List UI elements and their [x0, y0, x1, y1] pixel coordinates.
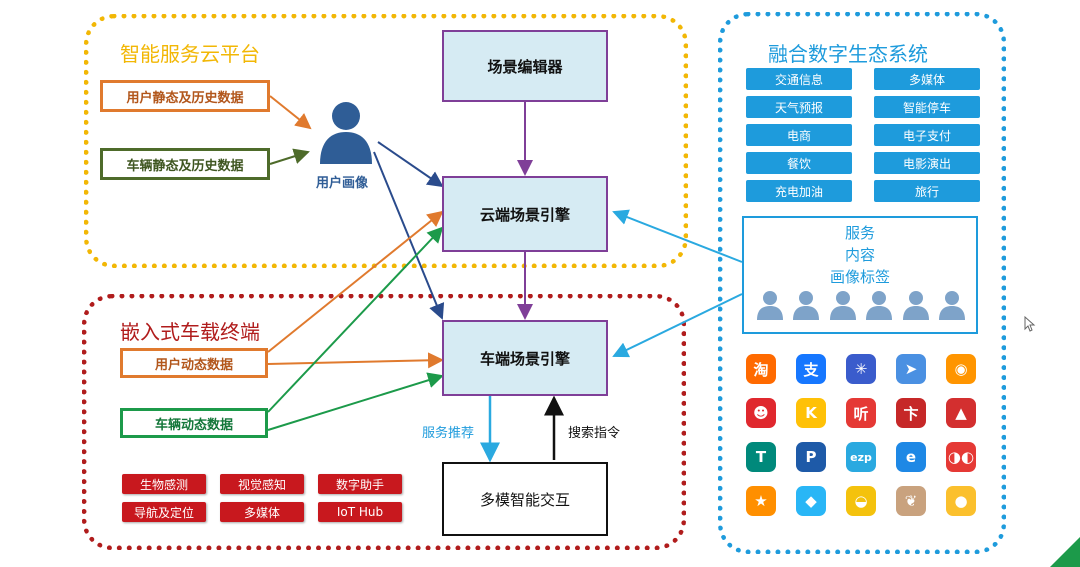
calligraphy-app-icon: 卞 [896, 398, 926, 428]
cloud-platform-title: 智能服务云平台 [120, 42, 260, 66]
cloud-platform-region [84, 14, 688, 268]
service-multimedia: 多媒体 [874, 68, 980, 90]
ezp-app-icon: ezp [846, 442, 876, 472]
glasses-app-icon: ◑◐ [946, 442, 976, 472]
embedded-terminal-title: 嵌入式车载终端 [120, 320, 260, 344]
parking-app-icon: P [796, 442, 826, 472]
user-profile-icon [318, 100, 374, 166]
user-group-icons [756, 290, 966, 324]
service-parking: 智能停车 [874, 96, 980, 118]
service-line-2: 内容 [844, 246, 875, 264]
service-travel: 旅行 [874, 180, 980, 202]
recommend-label: 服务推荐 [422, 426, 475, 441]
triangle-logo-icon: ▲ [946, 398, 976, 428]
arrow-profile-cloud [377, 141, 444, 188]
feature-navigation: 导航及定位 [122, 502, 206, 522]
arrow-vehicle-dyn-cloud [267, 226, 444, 413]
ecosystem-title: 融合数字生态系统 [768, 42, 928, 66]
service-weather: 天气预报 [746, 96, 852, 118]
arrow-service-cloud [612, 209, 743, 263]
alipay-app-icon: 支 [796, 354, 826, 384]
person-icon [866, 291, 893, 320]
k-song-app-icon: K [796, 398, 826, 428]
arrow-user-static [269, 95, 312, 130]
feature-biometric: 生物感测 [122, 474, 206, 494]
arrow-service-vehicle [612, 293, 743, 358]
person-icon [757, 291, 783, 320]
bird-app-icon: ❦ [896, 486, 926, 516]
user-profile-label: 用户画像 [316, 176, 369, 191]
arrow-profile-vehicle [373, 151, 445, 320]
map-arrow-app-icon: ➤ [896, 354, 926, 384]
service-traffic: 交通信息 [746, 68, 852, 90]
corner-decoration [1050, 537, 1080, 567]
taobao-app-icon: 淘 [746, 354, 776, 384]
arrow-user-dyn-vehicle [267, 352, 444, 369]
multimodal-interaction-node: 多模智能交互 [442, 462, 608, 536]
crystal-app-icon: ◆ [796, 486, 826, 516]
service-epay: 电子支付 [874, 124, 980, 146]
mouse-cursor-icon [1024, 315, 1036, 332]
service-content-box [742, 216, 978, 334]
vehicle-static-data-box: 车辆静态及历史数据 [100, 148, 270, 180]
ecosystem-region [718, 12, 1006, 554]
person-icon [938, 291, 965, 320]
e-app-icon: e [896, 442, 926, 472]
monkey-app-icon: ☻ [746, 398, 776, 428]
service-dining: 餐饮 [746, 152, 852, 174]
search-label: 搜索指令 [568, 426, 621, 441]
service-movies: 电影演出 [874, 152, 980, 174]
feature-iot-hub: IoT Hub [318, 502, 402, 522]
service-charging: 充电加油 [746, 180, 852, 202]
feature-multimedia: 多媒体 [220, 502, 304, 522]
vehicle-dynamic-data-box: 车辆动态数据 [120, 408, 268, 438]
service-line-1: 服务 [844, 224, 875, 242]
embedded-terminal-region [82, 294, 686, 550]
cloud-scene-engine-node: 云端场景引擎 [442, 176, 608, 252]
arrow-vehicle-static [269, 148, 310, 165]
service-line-3: 画像标签 [829, 268, 890, 286]
vehicle-scene-engine-node: 车端场景引擎 [442, 320, 608, 396]
user-dynamic-data-box: 用户动态数据 [120, 348, 268, 378]
scene-editor-node: 场景编辑器 [442, 30, 608, 102]
arrow-vehicle-dyn-vehicle [267, 372, 444, 431]
feature-digital-assistant: 数字助手 [318, 474, 402, 494]
person-icon [793, 291, 820, 320]
star-badge-app-icon: ★ [746, 486, 776, 516]
person-icon [829, 291, 856, 320]
feature-vision: 视觉感知 [220, 474, 304, 494]
person-icon [902, 291, 929, 320]
star-burst-app-icon: ✳ [846, 354, 876, 384]
tea-app-icon: T [746, 442, 776, 472]
listen-app-icon: 听 [846, 398, 876, 428]
camera-app-icon: ◉ [946, 354, 976, 384]
user-static-data-box: 用户静态及历史数据 [100, 80, 270, 112]
shell-app-icon: ◒ [846, 486, 876, 516]
pig-app-icon: ● [946, 486, 976, 516]
service-ecommerce: 电商 [746, 124, 852, 146]
arrow-user-dyn-cloud [267, 210, 444, 353]
